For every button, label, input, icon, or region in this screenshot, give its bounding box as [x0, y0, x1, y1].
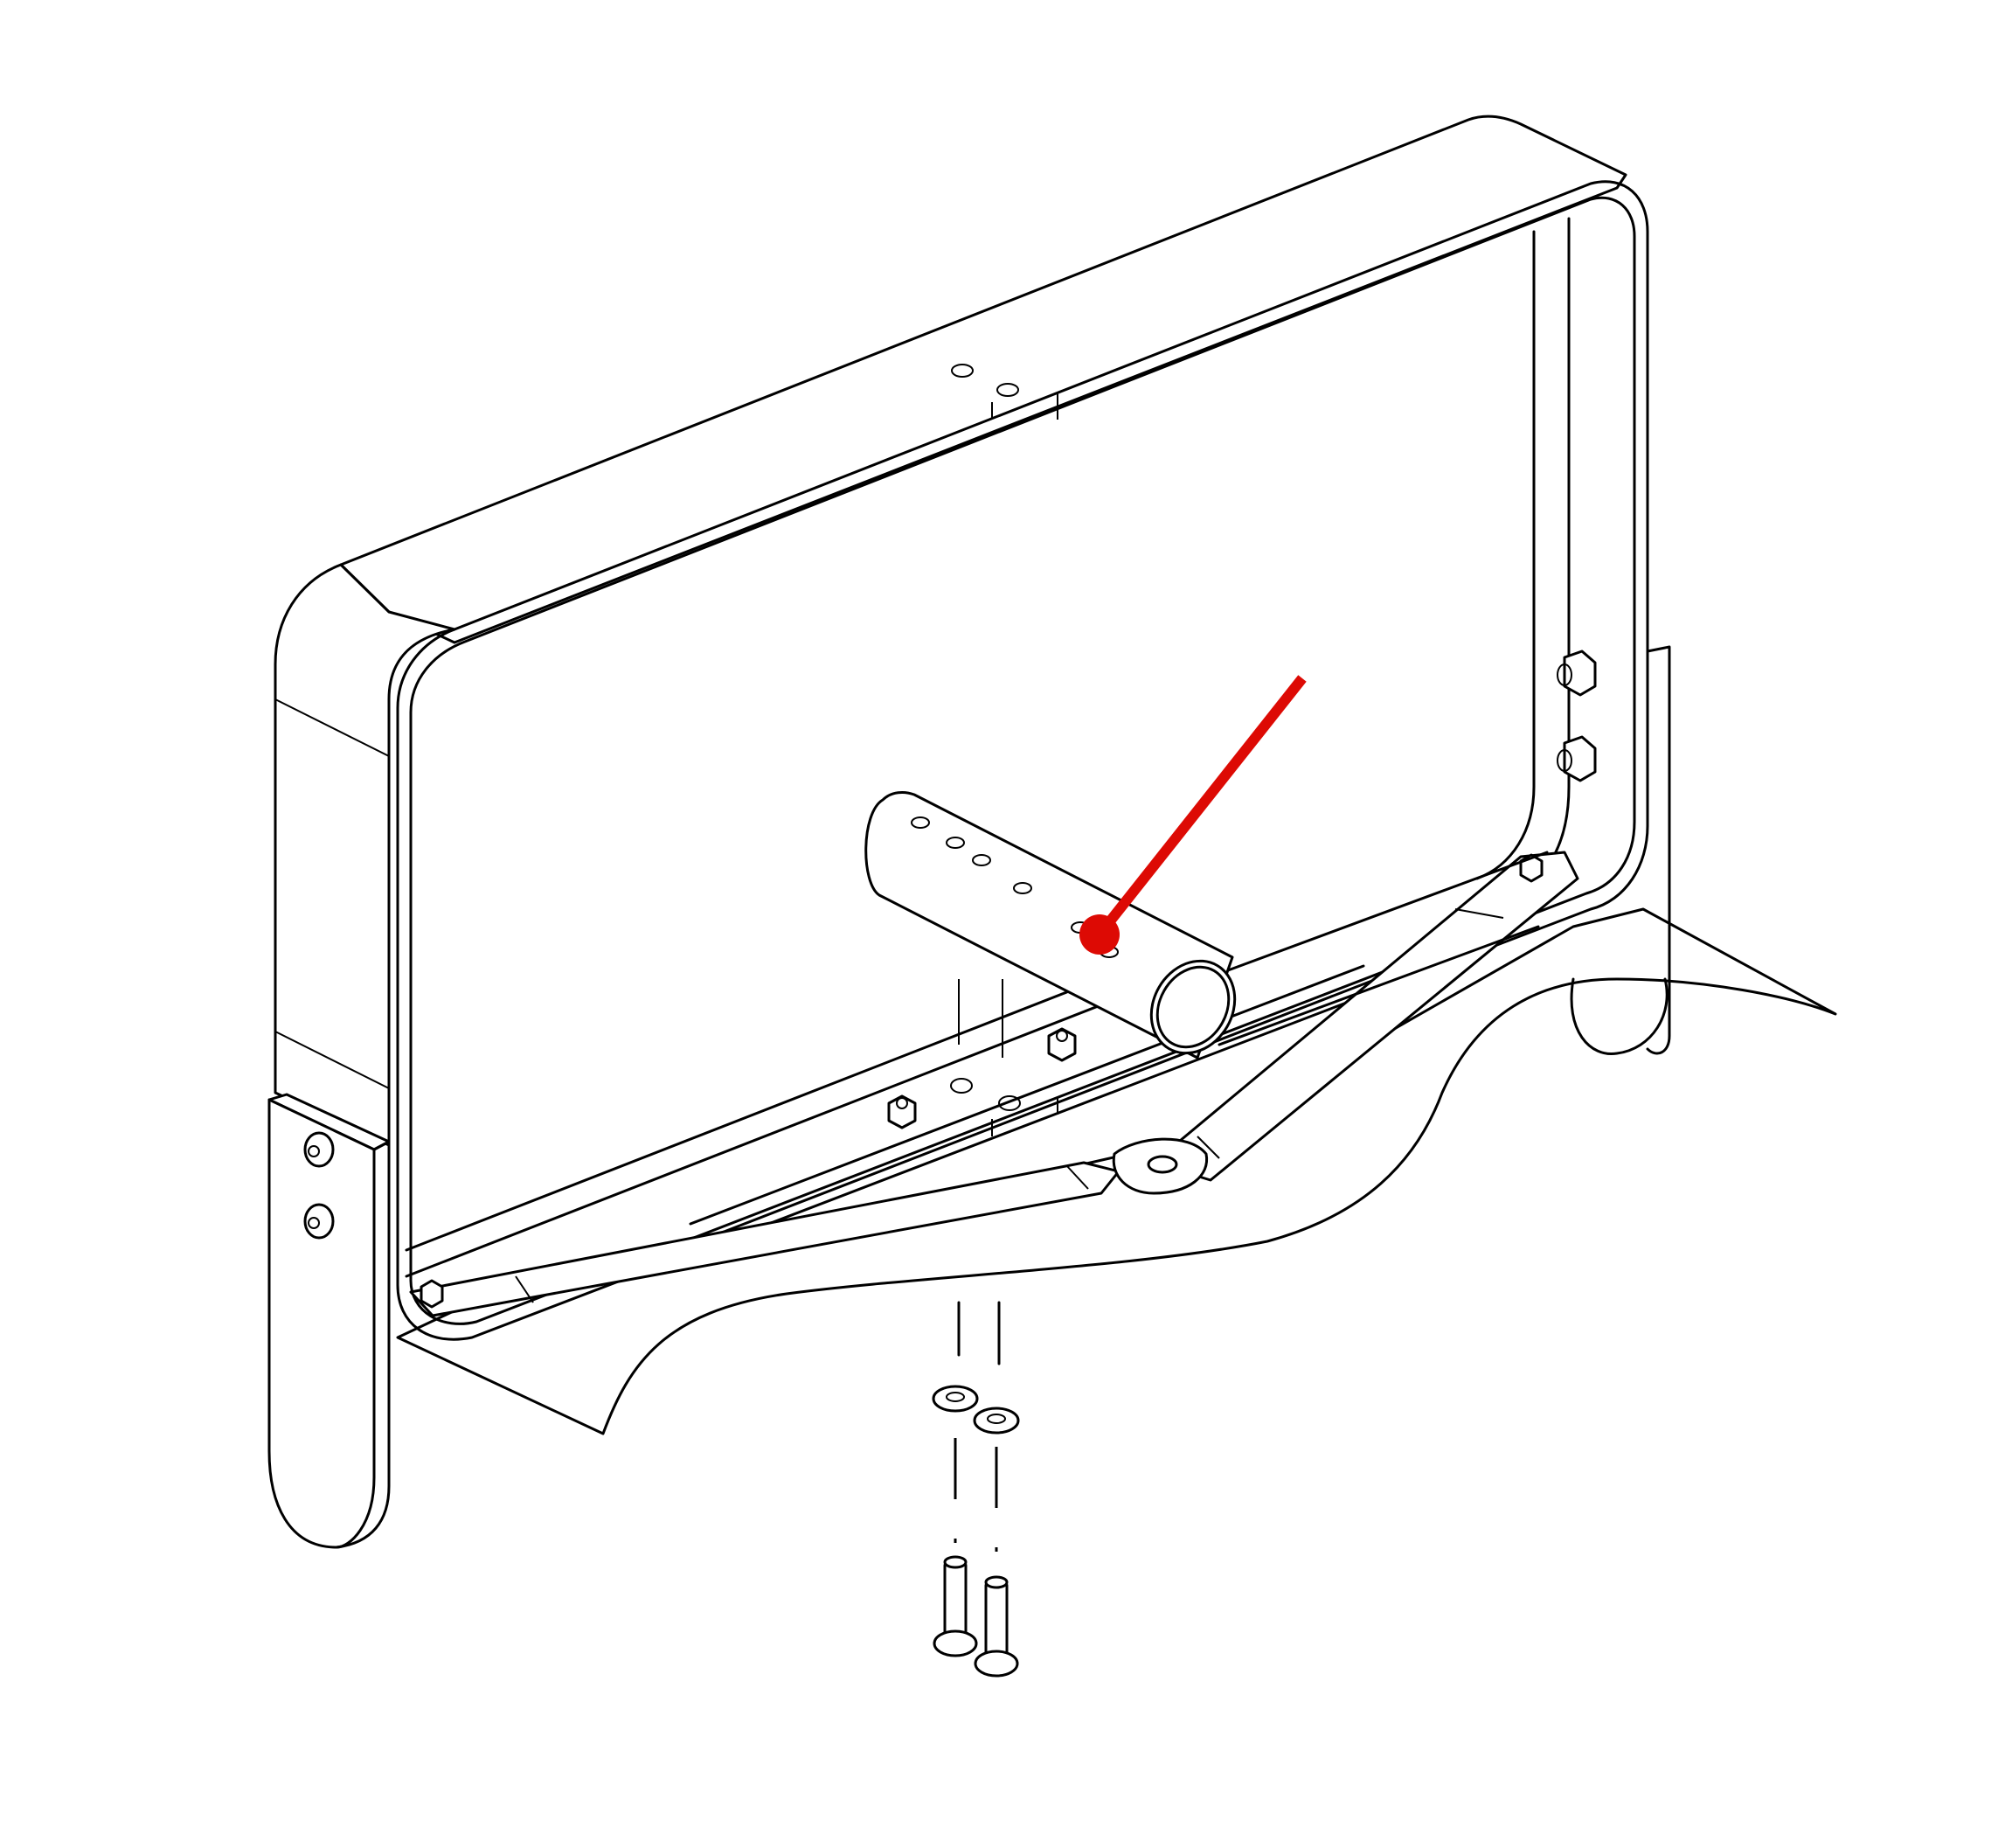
hex-nut-icon: [1047, 1027, 1077, 1062]
right-bracket-nuts: [1557, 650, 1597, 782]
hex-nut-icon: [1557, 650, 1597, 697]
diagonal-braces: [409, 851, 1579, 1317]
button-head-bolt-icon: [974, 1575, 1019, 1678]
bottom-crossbar: [405, 960, 1383, 1278]
split-lock-washer-icon: [932, 1385, 979, 1413]
exploded-fasteners: [932, 1301, 1020, 1678]
rounded-rectangular-frame: [274, 115, 1671, 1341]
cross-tube: [864, 791, 1549, 1059]
left-mounting-bracket: [267, 1093, 391, 1549]
hex-nut-icon: [420, 1279, 444, 1309]
screw-head-icon: [303, 1203, 335, 1240]
split-lock-washer-icon: [973, 1407, 1020, 1435]
screw-head-icon: [303, 1131, 335, 1168]
hex-nut-icon: [1557, 735, 1597, 782]
button-head-bolt-icon: [933, 1555, 978, 1657]
hex-nut-icon: [887, 1094, 917, 1129]
hex-nut-icon: [1519, 853, 1544, 883]
red-callout-pointer: [1079, 675, 1307, 955]
